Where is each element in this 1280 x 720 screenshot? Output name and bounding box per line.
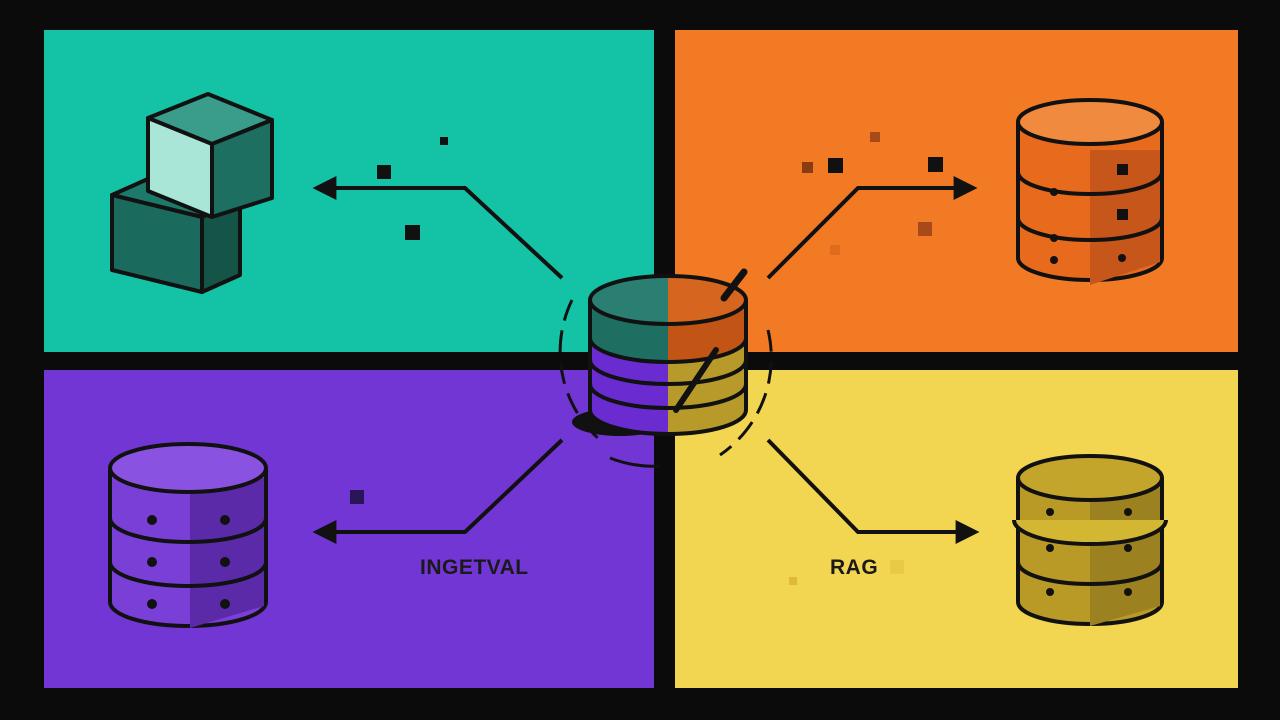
label-ingetval: INGETVAL <box>420 556 529 579</box>
central-database-icon <box>558 268 773 468</box>
label-rag: RAG <box>830 556 879 579</box>
arrow-to-orange-database <box>766 176 978 280</box>
orange-database-icon <box>1016 98 1164 285</box>
data-particle-bottom-left <box>350 490 364 504</box>
data-particles-top-right <box>802 132 943 255</box>
olive-database-dots <box>1046 508 1132 596</box>
arrow-to-purple-database <box>312 438 564 544</box>
arrow-to-cubes <box>312 176 564 280</box>
stacked-cubes-icon <box>110 92 274 294</box>
purple-database-icon <box>108 442 268 628</box>
data-particles-bottom-right <box>789 560 904 585</box>
orange-database-dots <box>1050 164 1128 264</box>
olive-database-icon <box>1012 454 1168 626</box>
purple-database-dots <box>147 515 230 609</box>
arrow-to-olive-database <box>766 438 980 544</box>
data-particles-top-left <box>377 137 448 240</box>
